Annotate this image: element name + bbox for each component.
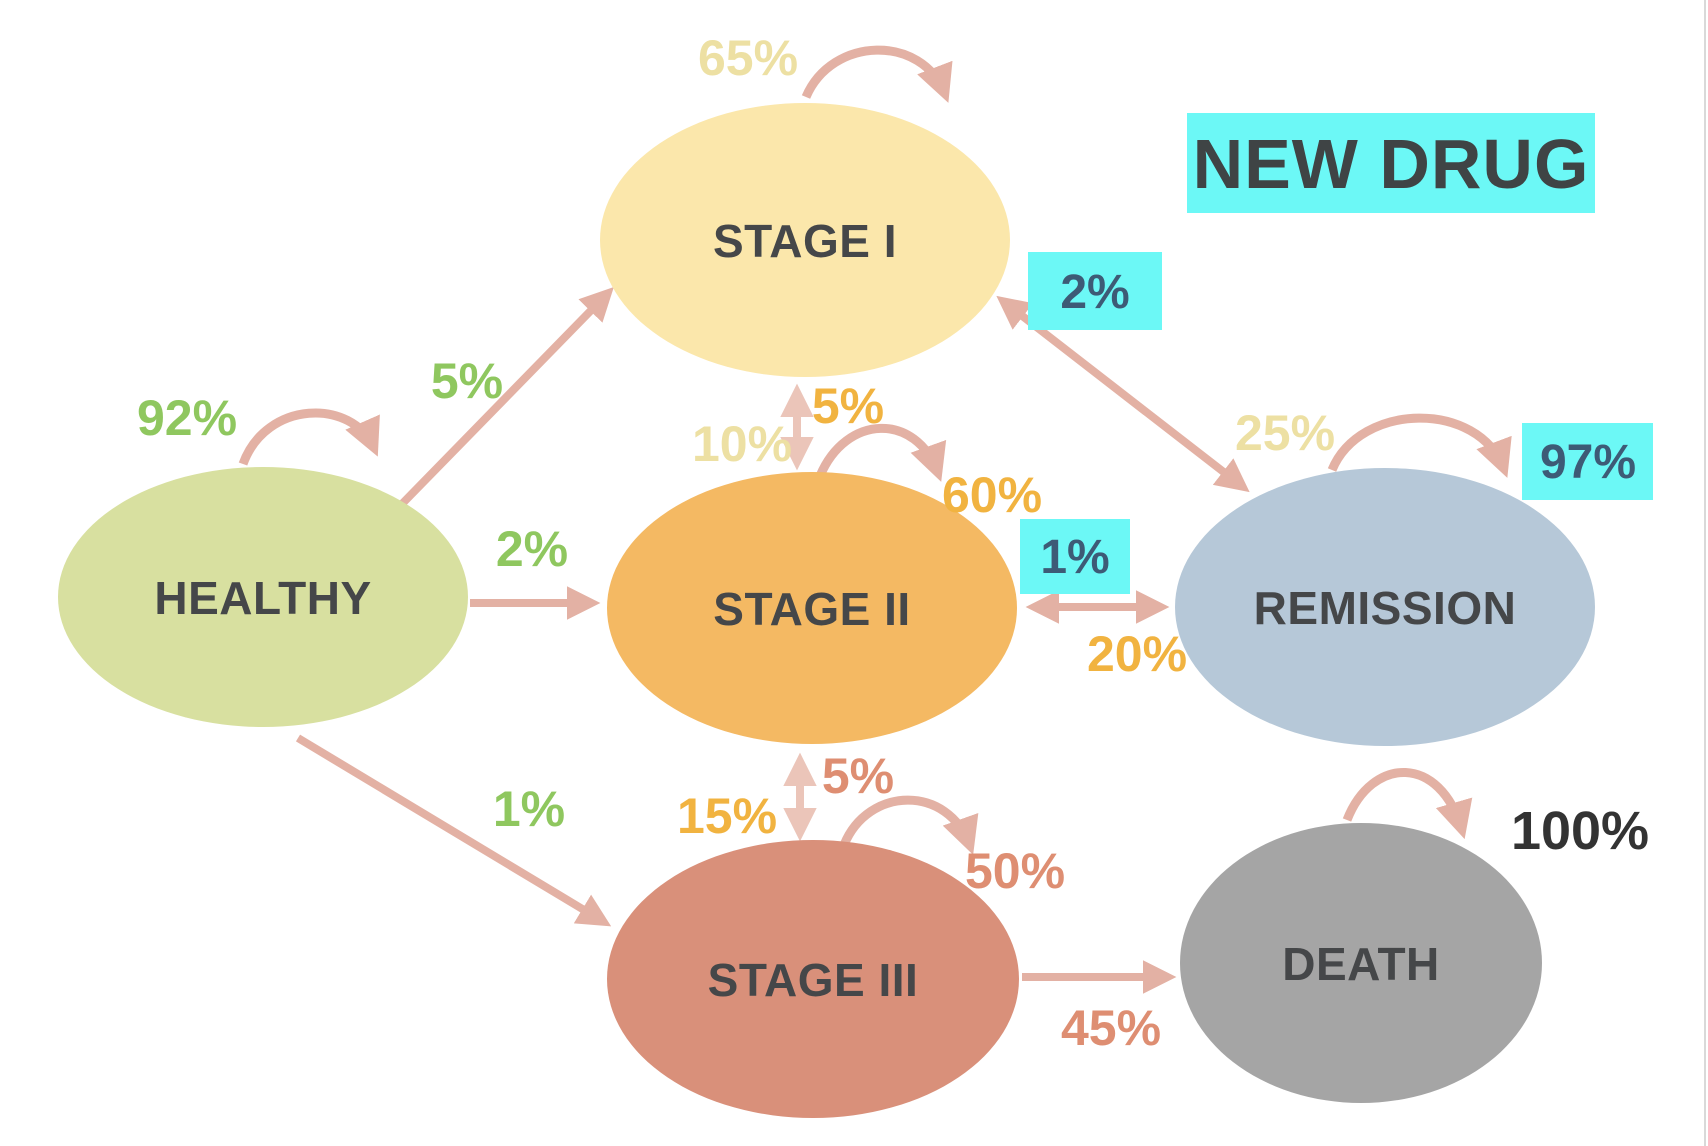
- highlight-box-remission-to-stage-i: [1028, 252, 1162, 330]
- self-loop-stage-ii-arc: [815, 423, 947, 482]
- arrow-healthy-to-stage-iii: [295, 734, 612, 927]
- pct-remission-to-stage-i: 2%: [1060, 266, 1129, 319]
- arrow-stage-i-remission-bidirectional: [996, 295, 1250, 493]
- pct-stage-i-to-remission: 25%: [1235, 405, 1335, 461]
- pct-stage-iii-self-loop: 50%: [965, 843, 1065, 899]
- highlight-remission-to-stage-ii: 1%: [1020, 519, 1130, 594]
- node-remission-ellipse: [1175, 468, 1595, 746]
- node-death-ellipse: [1180, 823, 1542, 1103]
- self-loop-death-arc: [1342, 768, 1473, 840]
- node-stage-iii: STAGE III: [607, 840, 1019, 1118]
- node-stage-i: STAGE I: [600, 103, 1010, 377]
- node-remission-label: REMISSION: [1254, 582, 1517, 634]
- pct-healthy-to-stage-i: 5%: [431, 353, 503, 409]
- self-loop-stage-i-arc: [801, 45, 953, 103]
- self-loop-stage-iii-arc: [839, 795, 979, 855]
- node-stage-ii-ellipse: [607, 472, 1017, 744]
- node-stage-i-label: STAGE I: [713, 215, 897, 267]
- new-drug-banner-box: [1187, 113, 1595, 213]
- pct-stage-i-to-stage-ii: 10%: [692, 416, 792, 472]
- pct-stage-ii-to-stage-iii: 15%: [677, 788, 777, 844]
- pct-stage-iii-to-stage-ii: 5%: [822, 748, 894, 804]
- pct-stage-ii-to-stage-i: 5%: [812, 378, 884, 434]
- pct-stage-ii-to-remission: 20%: [1087, 626, 1187, 682]
- highlight-remission-self-loop: 97%: [1522, 423, 1653, 500]
- pct-stage-i-self-loop: 65%: [698, 30, 798, 86]
- self-loop-remission-arc: [1327, 413, 1512, 478]
- new-drug-banner: NEW DRUG: [1187, 113, 1595, 213]
- self-loop-healthy-arc: [238, 408, 380, 466]
- pct-stage-ii-self-loop: 60%: [942, 467, 1042, 523]
- pct-healthy-to-stage-iii: 1%: [493, 781, 565, 837]
- highlight-remission-to-stage-i: 2%: [1028, 252, 1162, 330]
- node-death-label: DEATH: [1282, 938, 1440, 990]
- node-stage-iii-label: STAGE III: [708, 954, 919, 1006]
- highlight-box-remission-to-stage-ii: [1020, 519, 1130, 594]
- node-healthy: HEALTHY: [58, 467, 468, 727]
- arrow-healthy-to-stage-i: [395, 286, 614, 511]
- pct-healthy-to-stage-ii: 2%: [496, 521, 568, 577]
- pct-stage-iii-to-death: 45%: [1061, 1000, 1161, 1056]
- node-stage-ii-label: STAGE II: [713, 583, 910, 635]
- pct-remission-self-loop: 97%: [1540, 436, 1636, 489]
- pct-healthy-self-loop: 92%: [137, 390, 237, 446]
- node-stage-ii: STAGE II: [607, 472, 1017, 744]
- pct-remission-to-stage-ii: 1%: [1040, 531, 1109, 584]
- node-healthy-label: HEALTHY: [154, 572, 371, 624]
- node-healthy-ellipse: [58, 467, 468, 727]
- highlight-box-remission-self-loop: [1522, 423, 1653, 500]
- pct-death-self-loop: 100%: [1511, 801, 1649, 861]
- node-stage-i-ellipse: [600, 103, 1010, 377]
- node-remission: REMISSION: [1175, 468, 1595, 746]
- node-death: DEATH: [1180, 823, 1542, 1103]
- new-drug-banner-label: NEW DRUG: [1193, 125, 1590, 203]
- node-stage-iii-ellipse: [607, 840, 1019, 1118]
